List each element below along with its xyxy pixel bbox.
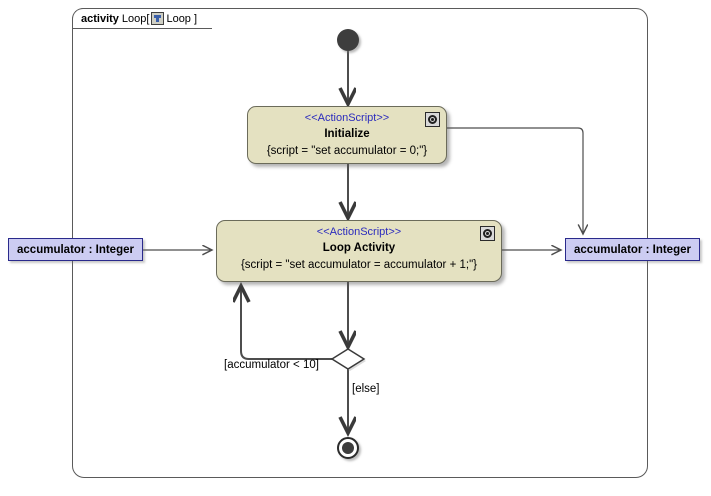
guard-label-else: [else]	[352, 383, 380, 395]
initial-node[interactable]	[337, 29, 359, 51]
action-script-icon	[425, 112, 440, 127]
action-name: Loop Activity	[322, 242, 396, 254]
pin-label: accumulator : Integer	[17, 243, 134, 256]
action-script: {script = "set accumulator = 0;"}	[266, 145, 428, 157]
frame-label-tail: Loop ]	[166, 12, 198, 25]
stereotype-label: <<ActionScript>>	[304, 112, 390, 124]
activity-parameter-node-left[interactable]: accumulator : Integer	[8, 238, 143, 261]
frame-keyword: activity	[81, 12, 119, 25]
activity-parameter-node-right[interactable]: accumulator : Integer	[565, 238, 700, 261]
action-node-initialize[interactable]: <<ActionScript>> Initialize {script = "s…	[247, 106, 447, 164]
activity-diagram-icon	[151, 12, 165, 25]
action-script-icon	[480, 226, 495, 241]
activity-final-node[interactable]	[337, 437, 359, 459]
pin-label: accumulator : Integer	[574, 243, 691, 256]
action-script: {script = "set accumulator = accumulator…	[240, 259, 478, 271]
guard-label-loop: [accumulator < 10]	[224, 359, 319, 371]
frame-name: Loop[	[121, 12, 150, 25]
stereotype-label: <<ActionScript>>	[316, 226, 402, 238]
action-node-loop-activity[interactable]: <<ActionScript>> Loop Activity {script =…	[216, 220, 502, 282]
frame-name-tab: activity Loop[ Loop ]	[72, 8, 212, 29]
action-name: Initialize	[324, 128, 370, 140]
